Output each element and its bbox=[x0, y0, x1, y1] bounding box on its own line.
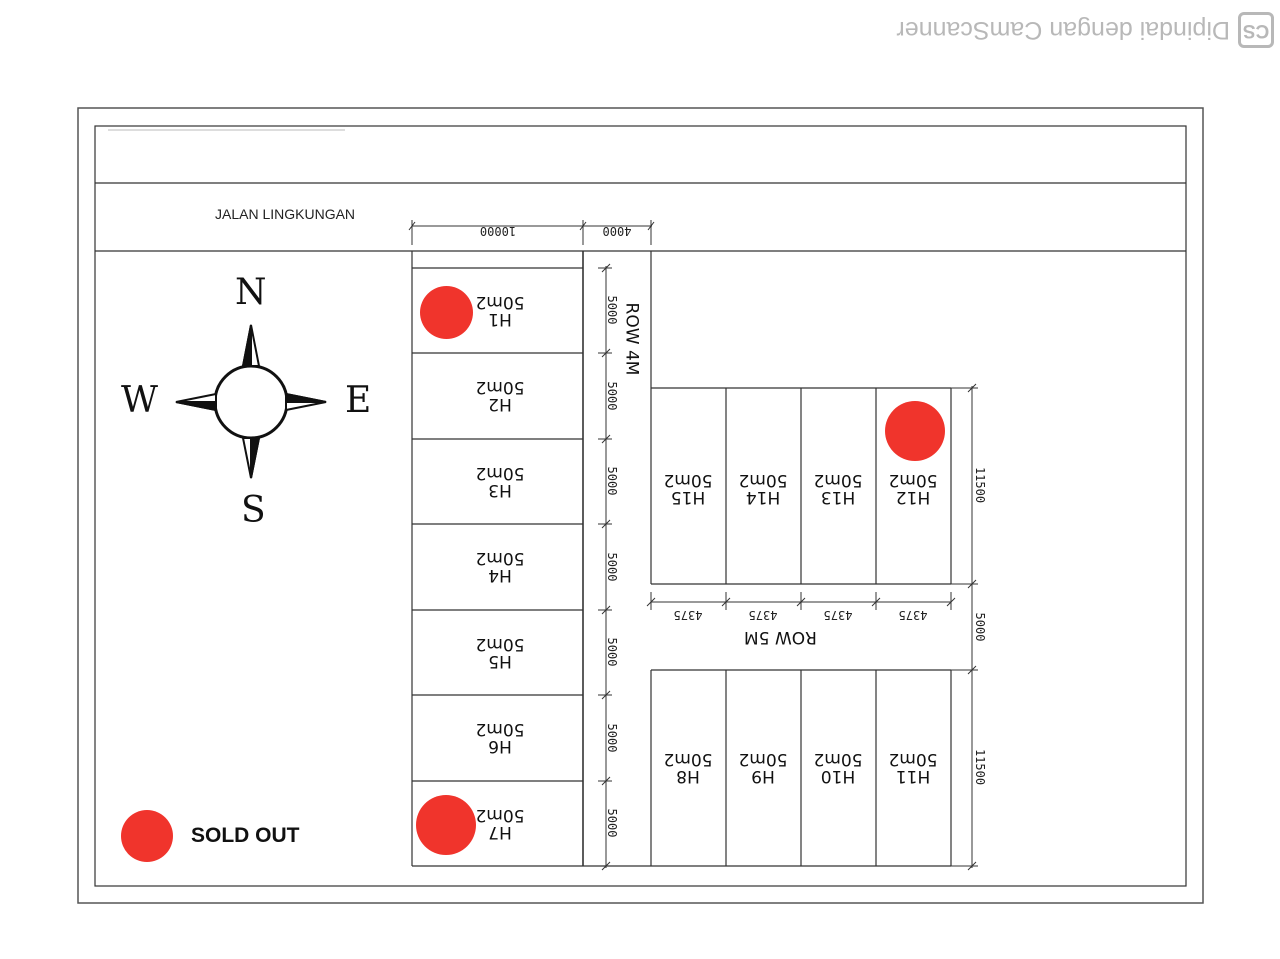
lot-area: 50m2 bbox=[475, 634, 525, 654]
watermark-text: Dipindai dengan CamScanner bbox=[896, 16, 1230, 45]
dim-lot-width: 10000 bbox=[479, 224, 517, 238]
unit-width-dimension-line bbox=[646, 592, 956, 610]
lot-area: 50m2 bbox=[738, 470, 788, 490]
lot-area: 50m2 bbox=[663, 470, 713, 490]
lot-id: H12 bbox=[895, 487, 931, 507]
lot-area: 50m2 bbox=[663, 749, 713, 769]
lot-h12-label: H12 50m2 bbox=[883, 470, 943, 507]
lot-h11-label: H11 50m2 bbox=[883, 749, 943, 786]
dim-unit-width: 4375 bbox=[748, 608, 778, 622]
lot-area: 50m2 bbox=[475, 463, 525, 483]
lot-h8-label: H8 50m2 bbox=[658, 749, 718, 786]
lot-id: H15 bbox=[670, 487, 706, 507]
lot-area: 50m2 bbox=[475, 292, 525, 312]
sold-marker bbox=[420, 286, 473, 339]
lot-id: H8 bbox=[676, 766, 700, 786]
dim-unit-width: 4375 bbox=[898, 608, 928, 622]
legend-sold-swatch bbox=[121, 810, 173, 862]
camscanner-logo-icon: CS bbox=[1238, 12, 1274, 48]
lot-h10-label: H10 50m2 bbox=[808, 749, 868, 786]
lot-area: 50m2 bbox=[888, 470, 938, 490]
lot-h14-label: H14 50m2 bbox=[733, 470, 793, 507]
lot-h9-label: H9 50m2 bbox=[733, 749, 793, 786]
dim-h4-depth: 5000 bbox=[605, 552, 619, 582]
lot-area: 50m2 bbox=[738, 749, 788, 769]
lot-h5-label: H5 50m2 bbox=[470, 634, 530, 671]
top-dimension-line bbox=[408, 220, 655, 245]
dim-h3-depth: 5000 bbox=[605, 466, 619, 496]
lot-h13-label: H13 50m2 bbox=[808, 470, 868, 507]
lot-h7-label: H7 50m2 bbox=[470, 805, 530, 842]
dim-row-4m-width: 4000 bbox=[602, 224, 632, 238]
dim-h5-depth: 5000 bbox=[605, 637, 619, 667]
lot-id: H4 bbox=[488, 565, 512, 585]
dim-h7-depth: 5000 bbox=[605, 808, 619, 838]
dim-lower-block-depth: 11500 bbox=[973, 748, 987, 786]
camscanner-watermark: CS Dipindai dengan CamScanner bbox=[890, 8, 1274, 52]
row-4m-label: ROW 4M bbox=[621, 302, 642, 376]
dim-unit-width: 4375 bbox=[823, 608, 853, 622]
lot-h3-label: H3 50m2 bbox=[470, 463, 530, 500]
lower-right-block bbox=[583, 669, 952, 867]
lot-id: H11 bbox=[895, 766, 931, 786]
lot-area: 50m2 bbox=[813, 470, 863, 490]
inner-frame bbox=[94, 125, 1187, 887]
dim-h6-depth: 5000 bbox=[605, 723, 619, 753]
road-label: JALAN LINGKUNGAN bbox=[215, 206, 356, 222]
lot-h2-label: H2 50m2 bbox=[470, 377, 530, 414]
dim-unit-width: 4375 bbox=[673, 608, 703, 622]
left-block bbox=[411, 251, 584, 867]
upper-right-block bbox=[650, 251, 952, 585]
lot-area: 50m2 bbox=[888, 749, 938, 769]
lot-area: 50m2 bbox=[475, 805, 525, 825]
compass-south: S bbox=[241, 490, 266, 531]
lot-id: H3 bbox=[488, 480, 512, 500]
sold-marker bbox=[885, 401, 945, 461]
lot-id: H6 bbox=[488, 736, 512, 756]
lot-h6-label: H6 50m2 bbox=[470, 719, 530, 756]
sold-marker bbox=[416, 795, 476, 855]
lot-id: H5 bbox=[488, 651, 512, 671]
left-block-dimension-line bbox=[598, 263, 612, 871]
lot-id: H1 bbox=[488, 309, 512, 329]
lot-area: 50m2 bbox=[475, 548, 525, 568]
compass-icon bbox=[175, 324, 327, 479]
lot-id: H7 bbox=[488, 822, 512, 842]
row-5m-label: ROW 5M bbox=[744, 627, 817, 647]
dim-h1-depth: 5000 bbox=[605, 295, 619, 325]
lot-h4-label: H4 50m2 bbox=[470, 548, 530, 585]
dim-row-5m-width: 5000 bbox=[973, 612, 987, 642]
compass-east: E bbox=[345, 380, 372, 421]
lot-id: H10 bbox=[820, 766, 856, 786]
lot-area: 50m2 bbox=[475, 719, 525, 739]
lot-id: H14 bbox=[745, 487, 781, 507]
compass-west: W bbox=[121, 380, 159, 421]
dim-upper-block-depth: 11500 bbox=[973, 466, 987, 504]
lot-id: H13 bbox=[820, 487, 856, 507]
right-dimension-line bbox=[951, 383, 978, 871]
outer-frame bbox=[77, 107, 1204, 904]
lot-id: H2 bbox=[488, 394, 512, 414]
lot-area: 50m2 bbox=[475, 377, 525, 397]
compass-north: N bbox=[235, 272, 267, 313]
dim-h2-depth: 5000 bbox=[605, 381, 619, 411]
lot-area: 50m2 bbox=[813, 749, 863, 769]
lot-id: H9 bbox=[751, 766, 775, 786]
legend-sold-label: SOLD OUT bbox=[191, 824, 300, 847]
lot-h15-label: H15 50m2 bbox=[658, 470, 718, 507]
lot-h1-label: H1 50m2 bbox=[470, 292, 530, 329]
